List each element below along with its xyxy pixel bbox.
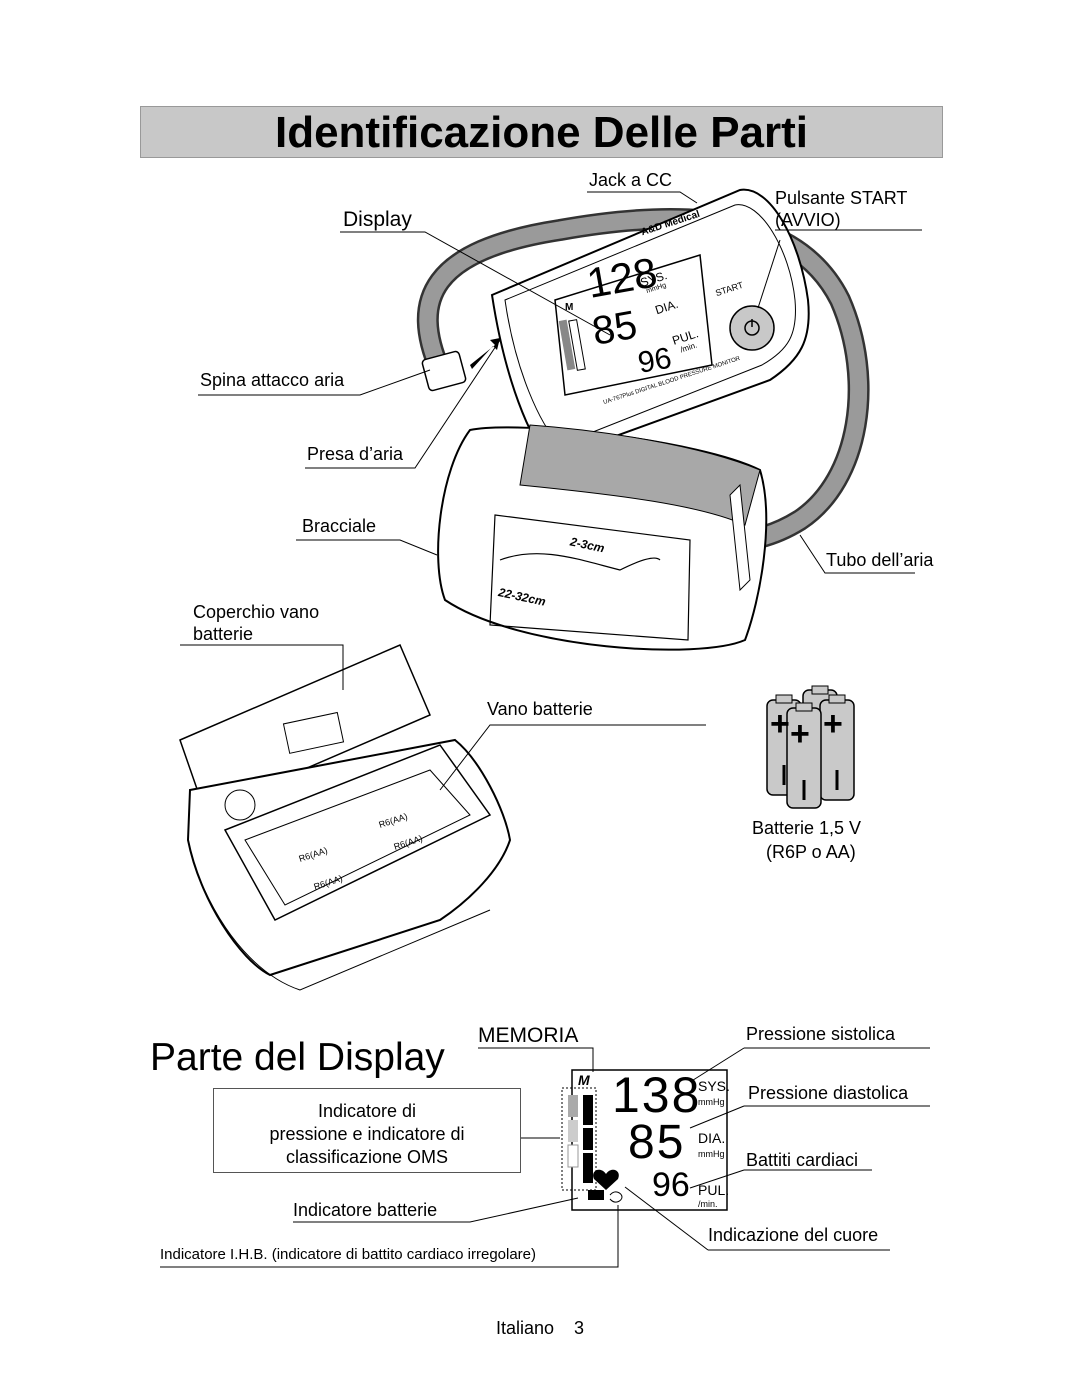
battery-case-drawing xyxy=(179,644,512,991)
batteries-drawing: + + + xyxy=(766,685,855,809)
indicatore-line2: pressione e indicatore di xyxy=(269,1124,465,1144)
label-diastolica: Pressione diastolica xyxy=(748,1083,909,1103)
svg-text:+: + xyxy=(790,715,810,753)
lcd-sys-mmhg: mmHg xyxy=(698,1097,725,1107)
label-battiti: Battiti cardiaci xyxy=(746,1150,859,1170)
label-sistolica: Pressione sistolica xyxy=(746,1024,896,1044)
footer-language: Italiano xyxy=(495,1318,554,1338)
label-coperchio-line1: Coperchio vano xyxy=(193,602,320,622)
page-title: Identificazione Delle Parti xyxy=(274,108,809,157)
air-plug-drawing xyxy=(421,338,500,392)
label-cuore: Indicazione del cuore xyxy=(708,1225,879,1245)
indicatore-line3: classificazione OMS xyxy=(285,1147,449,1167)
lcd-dia-label: DIA. xyxy=(698,1130,726,1146)
start-button-drawing xyxy=(729,305,775,351)
lcd-panel-drawing xyxy=(561,1069,728,1211)
device-pul-digits: 96 xyxy=(635,342,674,380)
svg-text:+: + xyxy=(770,705,790,743)
lcd-memory-mark: M xyxy=(578,1072,590,1088)
label-memoria: MEMORIA xyxy=(478,1024,579,1047)
title-bar xyxy=(140,106,943,158)
lcd-dia-digits: 85 xyxy=(628,1116,686,1169)
monitor-body xyxy=(490,188,810,462)
label-bracciale: Bracciale xyxy=(302,516,377,536)
label-presa: Presa d’aria xyxy=(307,444,404,464)
lcd-sys-label: SYS. xyxy=(698,1078,730,1094)
svg-text:+: + xyxy=(823,705,843,743)
footer: Italiano 3 xyxy=(0,1318,1080,1339)
lcd-pul-digits: 96 xyxy=(652,1166,690,1204)
lcd-dia-mmhg: mmHg xyxy=(698,1149,725,1159)
label-batterie-line1: Batterie 1,5 V xyxy=(752,818,862,838)
lcd-pul-label: PUL. xyxy=(698,1182,730,1198)
indicatore-line1: Indicatore di xyxy=(317,1101,417,1121)
label-batterie-line2: (R6P o AA) xyxy=(766,842,856,862)
device-memory-mark: M xyxy=(565,302,574,313)
display-section-heading: Parte del Display xyxy=(150,1036,445,1079)
label-spina: Spina attacco aria xyxy=(200,370,345,390)
label-start-line1: Pulsante START xyxy=(775,188,908,208)
label-start-line2: (AVVIO) xyxy=(775,210,841,230)
label-vano: Vano batterie xyxy=(487,699,593,719)
lcd-sys-digits: 138 xyxy=(612,1067,702,1123)
cuff-drawing xyxy=(437,424,768,651)
label-jack: Jack a CC xyxy=(589,170,673,190)
label-indicatore-batterie: Indicatore batterie xyxy=(293,1200,438,1220)
page-number: 3 xyxy=(574,1318,585,1338)
label-coperchio-line2: batterie xyxy=(193,624,254,644)
lcd-pul-min: /min. xyxy=(698,1199,718,1209)
label-tubo: Tubo dell’aria xyxy=(826,550,934,570)
label-ihb: Indicatore I.H.B. (indicatore di battito… xyxy=(160,1246,537,1263)
indicatore-box: Indicatore di pressione e indicatore di … xyxy=(213,1088,521,1173)
label-display: Display xyxy=(343,208,412,231)
device-dia-digits: 85 xyxy=(589,303,640,354)
